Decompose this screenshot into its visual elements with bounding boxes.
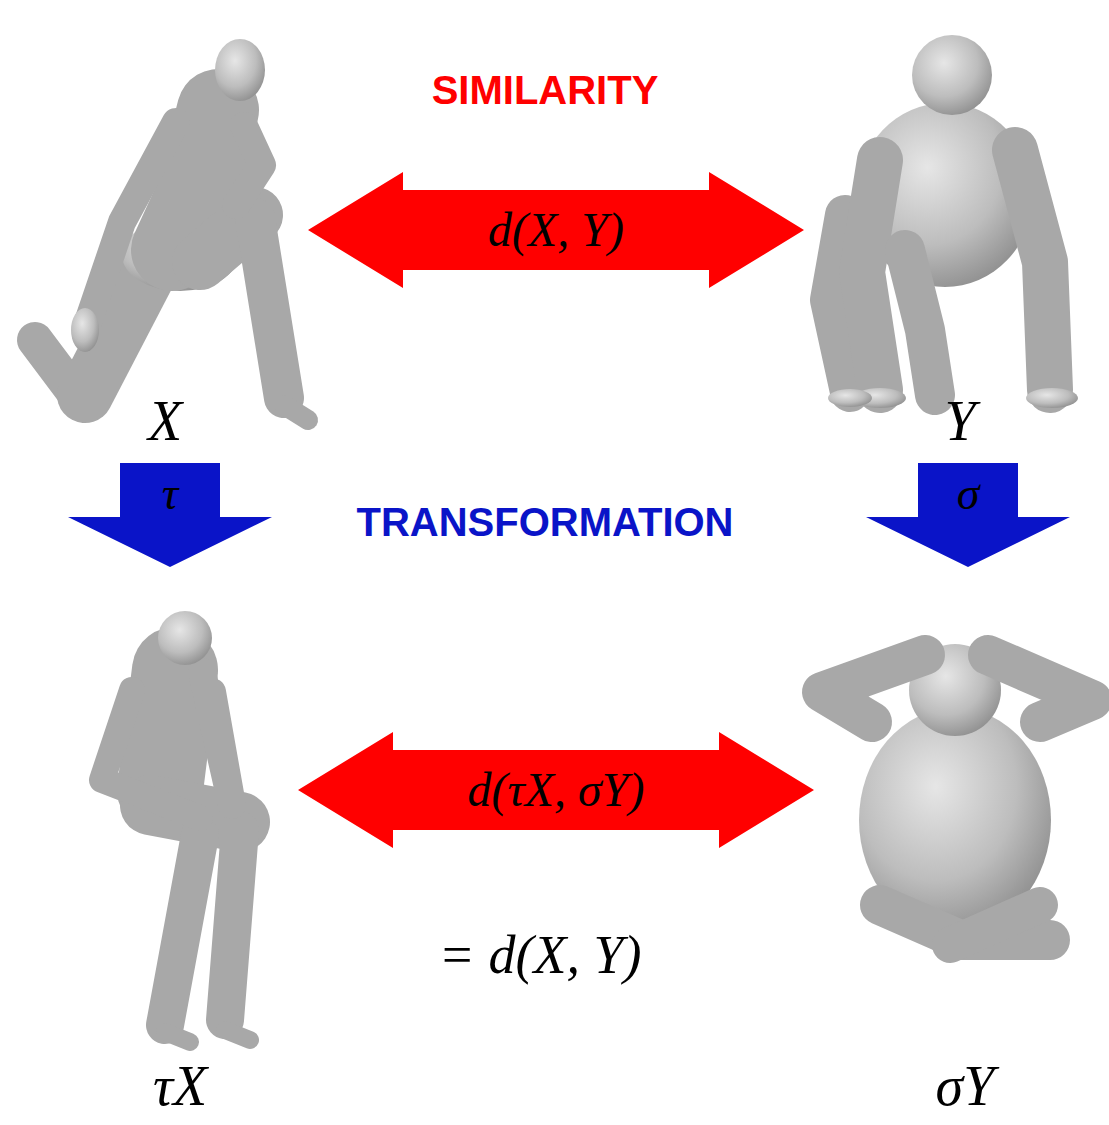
similarity-arrow — [298, 732, 814, 848]
shape-label: X — [30, 391, 300, 451]
figure-node: Y — [812, 0, 1108, 455]
arrow-label: τ — [162, 471, 178, 517]
shape-label: σY — [822, 1056, 1108, 1116]
shape-label: Y — [812, 391, 1108, 451]
transformation-arrow — [866, 463, 1070, 567]
similarity-arrow — [308, 172, 804, 288]
kneeling-man — [35, 39, 308, 420]
figure-node: σY — [822, 575, 1108, 1120]
equation: = d(X, Y) — [439, 924, 642, 986]
gorilla-sitting — [822, 644, 1092, 945]
transformation-arrow — [68, 463, 272, 567]
figure-node: τX — [70, 575, 290, 1120]
sitting-thinker — [102, 611, 250, 1042]
section-heading: TRANSFORMATION — [357, 500, 734, 545]
arrow-label: d(τX, σY) — [468, 766, 645, 814]
gorilla-standing — [828, 35, 1078, 408]
arrow-label: d(X, Y) — [488, 206, 624, 254]
figure-node: X — [30, 0, 300, 455]
shape-label: τX — [70, 1056, 290, 1116]
section-heading: SIMILARITY — [432, 68, 659, 113]
arrow-label: σ — [957, 471, 980, 517]
